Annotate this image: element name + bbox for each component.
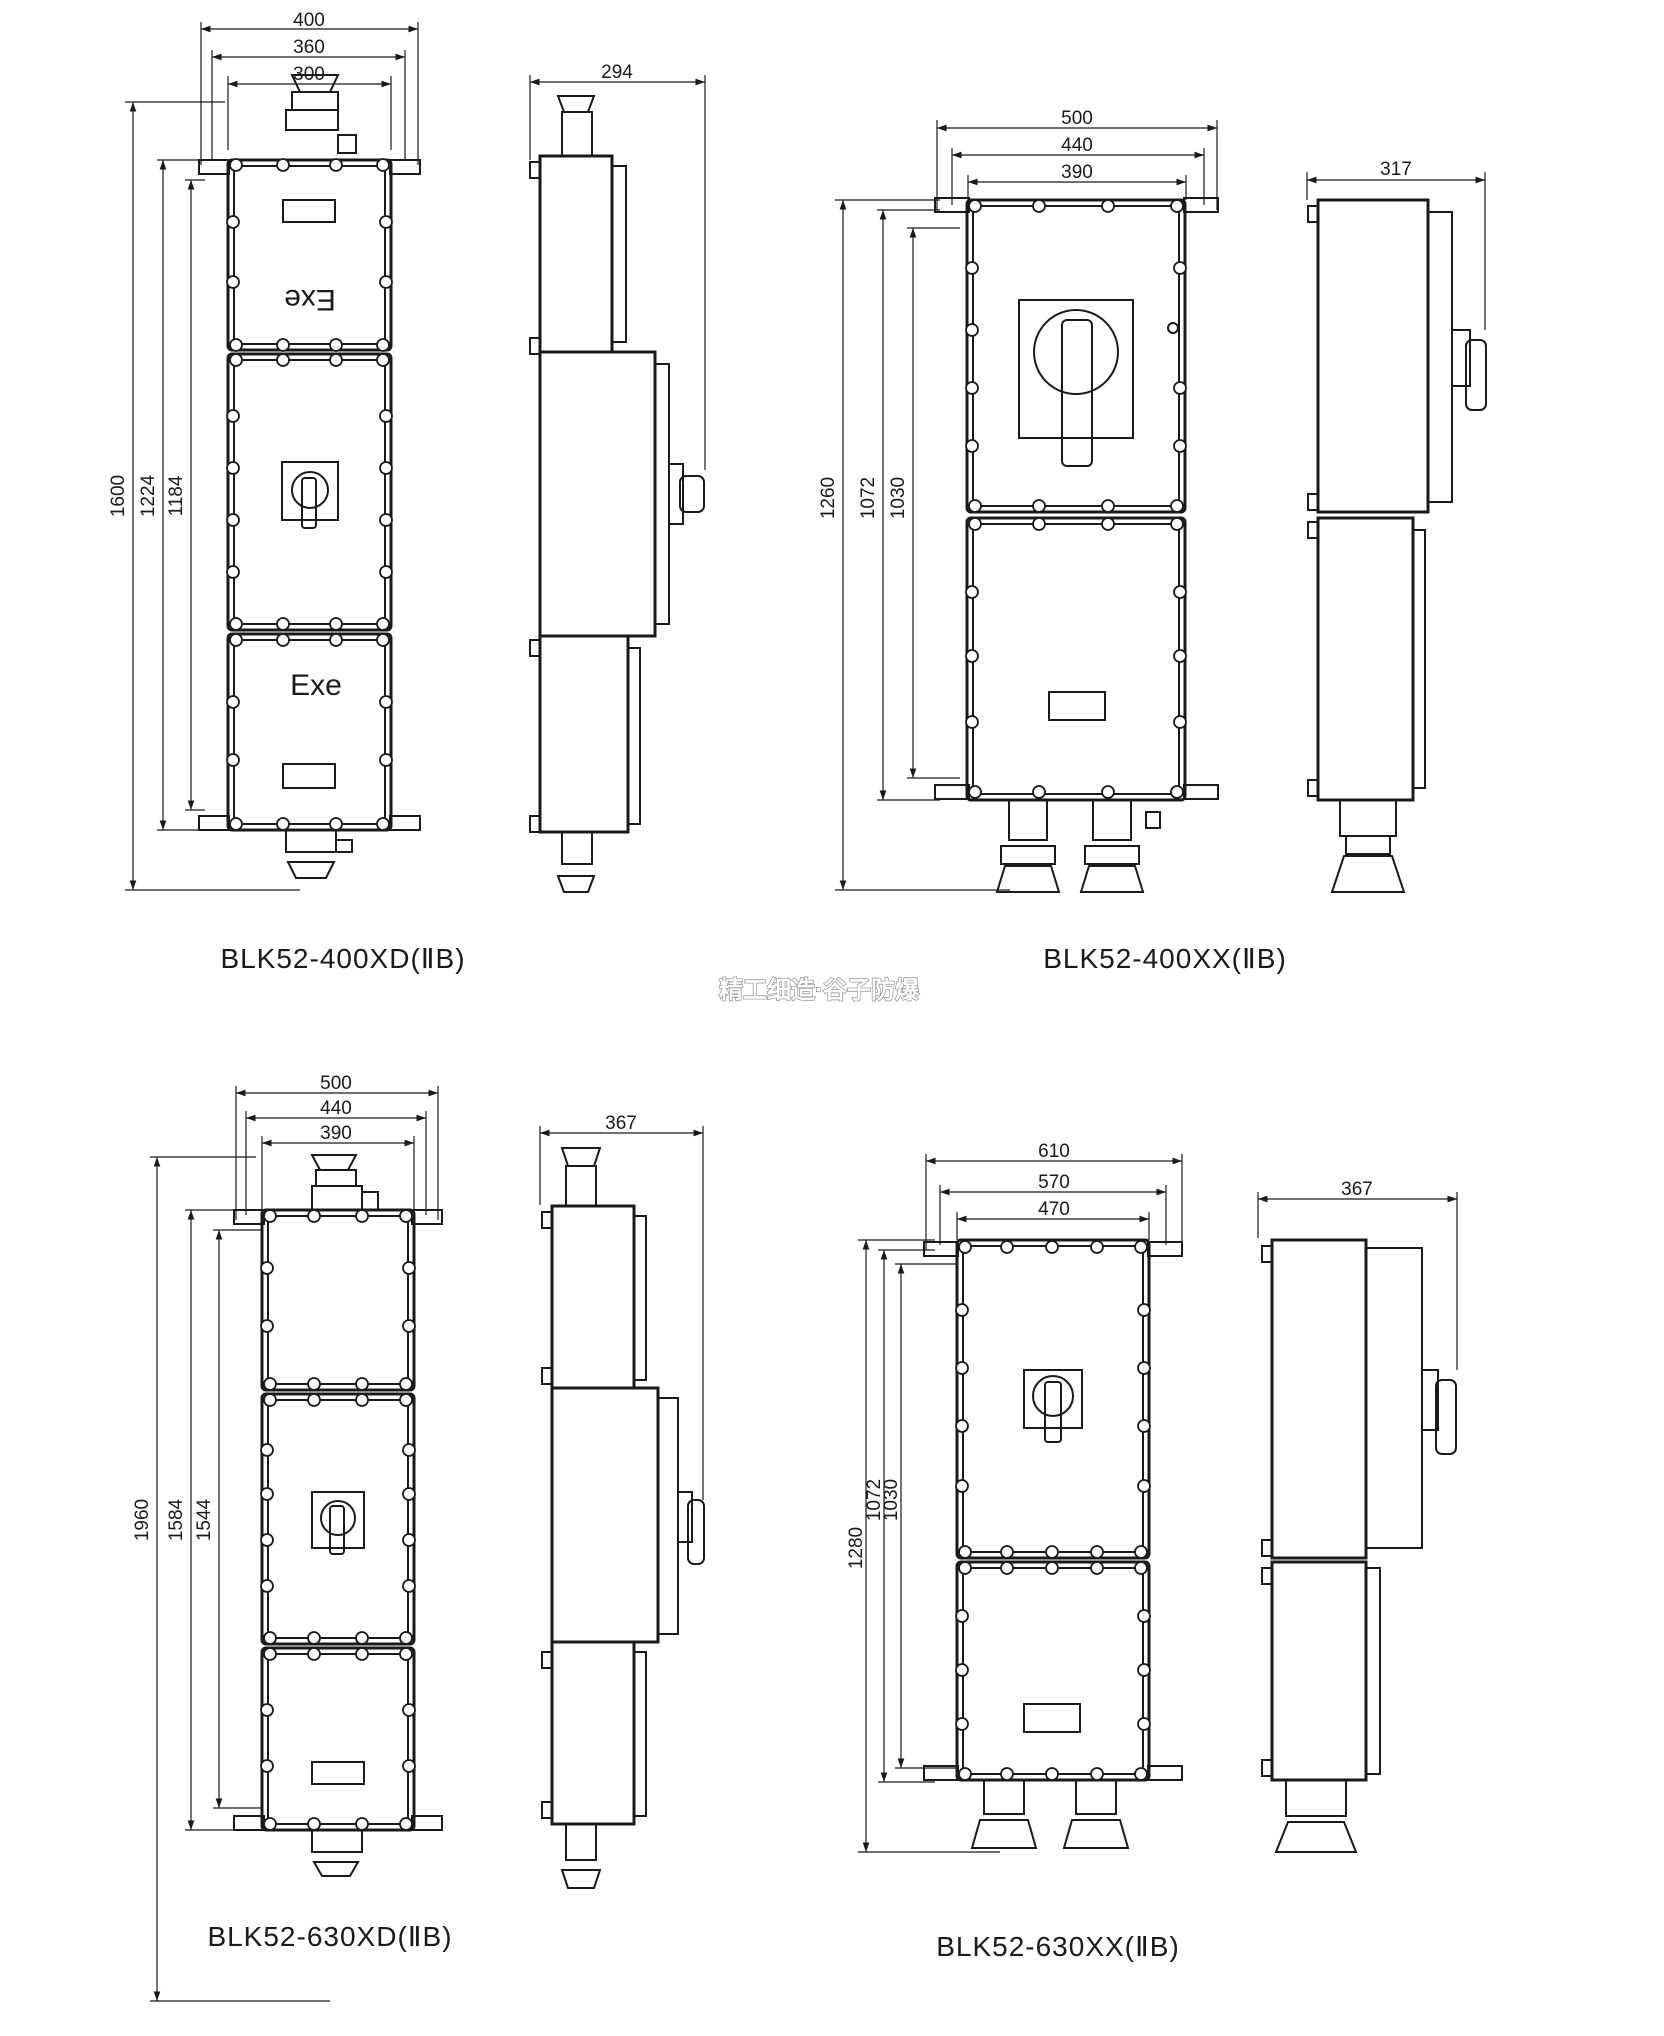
width-dim-mounting: 440 bbox=[320, 1098, 352, 1119]
drawing-blk52-630xd: 500 440 390 1960 1584 1544 bbox=[132, 1073, 705, 2002]
height-dim-body: 1184 bbox=[166, 475, 187, 516]
height-dim-mounting: 1072 bbox=[858, 477, 879, 519]
side-view: 367 bbox=[539, 1113, 705, 1889]
front-height-dimensions: 1260 1072 1030 bbox=[818, 199, 1010, 891]
side-view: 294 bbox=[529, 62, 706, 893]
side-depth-value: 367 bbox=[605, 1113, 637, 1134]
front-width-dimensions: 500 440 390 bbox=[235, 1073, 439, 1220]
height-dim-overall: 1260 bbox=[818, 477, 839, 519]
model-caption: BLK52-630XD(ⅡB) bbox=[207, 1921, 452, 1952]
width-dim-overall: 500 bbox=[1061, 108, 1093, 129]
side-depth-dimension: 367 bbox=[539, 1113, 704, 1500]
model-caption: BLK52-630XX(ⅡB) bbox=[936, 1931, 1180, 1962]
drawing-blk52-630xx: 610 570 470 1280 1072 1030 bbox=[846, 1141, 1458, 1962]
front-height-dimensions: 1600 1224 1184 bbox=[108, 101, 300, 891]
drawing-blk52-400xd: 400 360 300 1600 1224 1184 bbox=[108, 10, 706, 974]
side-depth-value: 294 bbox=[601, 62, 633, 83]
drawing-blk52-400xx: 500 440 390 1260 1072 1030 bbox=[818, 108, 1487, 974]
watermark: 精工细造·谷子防爆 bbox=[719, 976, 920, 1004]
bolt-pattern bbox=[955, 1240, 1151, 1781]
front-width-dimensions: 500 440 390 bbox=[936, 108, 1218, 210]
front-view: Exe Exe bbox=[198, 74, 421, 879]
width-dim-body: 390 bbox=[320, 1123, 352, 1144]
side-depth-dimension: 294 bbox=[529, 62, 706, 470]
front-view bbox=[934, 197, 1219, 893]
exe-label-bottom: Exe bbox=[290, 669, 342, 702]
width-dim-body: 470 bbox=[1038, 1199, 1070, 1220]
model-caption: BLK52-400XX(ⅡB) bbox=[1043, 943, 1287, 974]
front-view bbox=[923, 1238, 1183, 1849]
side-view: 317 bbox=[1306, 159, 1487, 893]
side-view: 367 bbox=[1257, 1179, 1458, 1853]
height-dim-mounting: 1224 bbox=[138, 474, 159, 517]
width-dim-body: 390 bbox=[1061, 162, 1093, 183]
width-dim-overall: 610 bbox=[1038, 1141, 1070, 1162]
height-dim-body: 1544 bbox=[194, 1498, 215, 1541]
height-dim-overall: 1280 bbox=[846, 1527, 867, 1569]
height-dim-overall: 1960 bbox=[132, 1499, 153, 1541]
side-depth-dimension: 367 bbox=[1257, 1179, 1458, 1370]
width-dim-mounting: 440 bbox=[1061, 135, 1093, 156]
height-dim-mounting: 1072 bbox=[864, 1479, 885, 1521]
model-caption: BLK52-400XD(ⅡB) bbox=[220, 943, 465, 974]
height-dim-body: 1030 bbox=[881, 1479, 902, 1521]
front-height-dimensions: 1280 1072 1030 bbox=[846, 1239, 1000, 1853]
bolt-pattern bbox=[965, 199, 1187, 799]
width-dim-overall: 500 bbox=[320, 1073, 352, 1094]
side-depth-value: 367 bbox=[1341, 1179, 1373, 1200]
height-dim-body: 1030 bbox=[888, 477, 909, 519]
width-dim-mounting: 360 bbox=[293, 37, 325, 58]
width-dim-overall: 400 bbox=[293, 10, 325, 31]
side-depth-dimension: 317 bbox=[1306, 159, 1486, 330]
front-width-dimensions: 400 360 300 bbox=[200, 10, 419, 165]
side-depth-value: 317 bbox=[1380, 159, 1412, 180]
width-dim-mounting: 570 bbox=[1038, 1172, 1070, 1193]
front-view bbox=[233, 1154, 443, 1877]
bolt-pattern bbox=[226, 158, 393, 831]
bolt-pattern bbox=[260, 1209, 416, 1831]
height-dim-overall: 1600 bbox=[108, 475, 129, 517]
front-height-dimensions: 1960 1584 1544 bbox=[132, 1156, 330, 2002]
height-dim-mounting: 1584 bbox=[166, 1498, 187, 1541]
front-width-dimensions: 610 570 470 bbox=[925, 1141, 1183, 1250]
exe-label-top: Exe bbox=[284, 283, 336, 316]
